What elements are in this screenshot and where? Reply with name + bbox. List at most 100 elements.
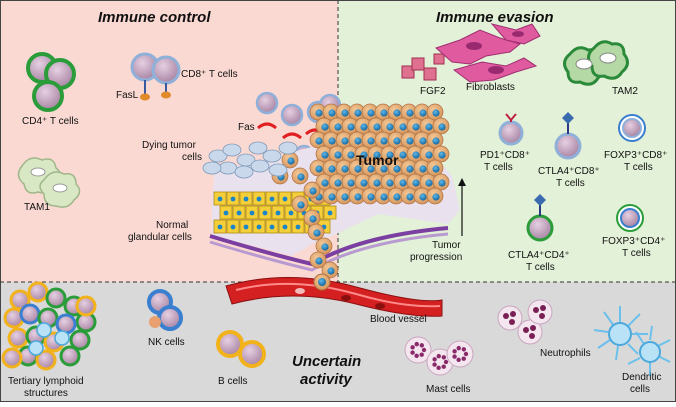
tumor-cell	[307, 223, 325, 241]
foxp3-cd8-label-line2: T cells	[624, 162, 653, 173]
uncertain-activity-title-line2: activity	[300, 371, 352, 388]
cd8-t-cells-label: CD8⁺ T cells	[181, 69, 238, 80]
ctla4-cd4-t-cell	[526, 194, 554, 242]
dying-tumor-cell	[262, 149, 282, 163]
tumor-cell	[432, 145, 450, 163]
uncertain-activity-panel	[0, 282, 676, 402]
lymphoid-dendritic-cell	[36, 322, 52, 338]
pd1-cd8-t-cell	[498, 113, 524, 146]
normal-glandular-cell	[219, 205, 233, 220]
normal-glandular-cell	[271, 205, 285, 220]
tumor-cell	[374, 131, 392, 149]
tumor-cell	[354, 117, 372, 135]
pd1-cd8-label-line2: T cells	[484, 162, 513, 173]
tumor-cell	[322, 159, 340, 177]
dying-tumor-cell	[208, 149, 228, 163]
lymphoid-cell	[1, 347, 23, 369]
normal-glandular-cell	[252, 191, 266, 206]
dying-tumor-cell	[250, 159, 270, 173]
neutrophil	[527, 299, 553, 325]
tumor-tissue	[202, 103, 460, 279]
tam2-macrophages	[563, 40, 629, 86]
lymphoid-cell	[55, 313, 77, 335]
normal-glandular-cell	[239, 191, 253, 206]
lymphoid-cell	[59, 345, 81, 367]
normal-glandular-cells-label-line2: glandular cells	[128, 232, 192, 243]
cd4-t-cells-label: CD4⁺ T cells	[22, 116, 79, 127]
tumor-cell	[393, 117, 411, 135]
foxp3-cd4-label-line1: FOXP3⁺CD4⁺	[602, 236, 665, 247]
dendritic-cells-illustration	[593, 306, 671, 376]
tumor-cell	[354, 145, 372, 163]
tumor-cell	[400, 103, 418, 121]
tumor-cell	[387, 103, 405, 121]
b-cells-label: B cells	[218, 376, 247, 387]
dendritic-cells-label-line1: Dendritic	[622, 372, 661, 383]
foxp3-cd8-t-cell	[618, 114, 646, 142]
foxp3-cd4-t-cell	[616, 204, 644, 232]
tumor-cell	[328, 117, 346, 135]
tam1-macrophages	[17, 157, 81, 208]
tumor-cell	[361, 103, 379, 121]
dying-tumor-cells	[202, 141, 298, 179]
foxp3-cd4-label-line2: T cells	[622, 248, 651, 259]
tumor-progression-label-line1: Tumor	[432, 240, 461, 251]
ctla4-cd8-t-cell	[554, 112, 582, 160]
tumor-cell	[309, 251, 327, 269]
dying-tumor-cells-label-line1: Dying tumor	[142, 140, 197, 151]
dying-tumor-cell	[268, 163, 288, 177]
tumor-label: Tumor	[356, 152, 399, 168]
tumor-cell	[419, 145, 437, 163]
tumor-cell	[309, 131, 327, 149]
tls-label-line1: Tertiary lymphoid	[8, 376, 84, 387]
lymphoid-cell	[27, 281, 49, 303]
tumor-cell	[291, 195, 309, 213]
lymphoid-cell	[19, 303, 41, 325]
nk-cells-label: NK cells	[148, 337, 185, 348]
tumor-cell	[393, 145, 411, 163]
mast-cell	[404, 336, 432, 364]
tumor-cell	[387, 131, 405, 149]
normal-glandular-cell	[226, 191, 240, 206]
dying-tumor-cell	[222, 143, 242, 157]
tam1-label: TAM1	[24, 202, 50, 213]
lymphoid-cell	[69, 329, 91, 351]
dying-tumor-cell	[248, 141, 268, 155]
neutrophils-label: Neutrophils	[540, 348, 591, 359]
fgf2-cubes	[401, 53, 445, 81]
tumor-cell	[413, 103, 431, 121]
tumor-cell	[291, 167, 309, 185]
tumor-cell	[426, 103, 444, 121]
normal-glandular-cell	[252, 219, 266, 234]
neutrophil	[497, 305, 523, 331]
immune-control-title: Immune control	[98, 9, 211, 26]
tam2-label: TAM2	[612, 86, 638, 97]
tumor-cell	[393, 173, 411, 191]
tumor-progression-arrowhead	[458, 178, 466, 186]
immune-evasion-title: Immune evasion	[436, 9, 554, 26]
fibroblasts-label: Fibroblasts	[466, 82, 515, 93]
fas-label: Fas	[238, 122, 255, 133]
tumor-cell	[426, 131, 444, 149]
lymphoid-dendritic-cell	[28, 340, 44, 356]
mast-cells-label: Mast cells	[426, 384, 470, 395]
tumor-cells	[271, 103, 450, 279]
tumor-cell	[309, 103, 327, 121]
tumor-cell	[335, 187, 353, 205]
nk-cells-illustration	[147, 289, 183, 331]
normal-glandular-cell	[323, 205, 337, 220]
tumor-cell	[303, 209, 321, 227]
ctla4-cd8-label-line1: CTLA4⁺CD8⁺	[538, 166, 600, 177]
normal-glandular-cell	[291, 219, 305, 234]
tumor-cell	[315, 237, 333, 255]
dying-tumor-cell	[278, 141, 298, 155]
dying-tumor-cell	[234, 165, 254, 179]
tumor-cell	[315, 173, 333, 191]
mast-cells-illustration	[404, 336, 474, 376]
normal-glandular-cell	[232, 205, 246, 220]
tumor-cell	[432, 117, 450, 135]
fgf2-label: FGF2	[420, 86, 446, 97]
tumor-cell	[335, 131, 353, 149]
tumor-cell	[367, 145, 385, 163]
tumor-progression-label-line2: progression	[410, 252, 462, 263]
